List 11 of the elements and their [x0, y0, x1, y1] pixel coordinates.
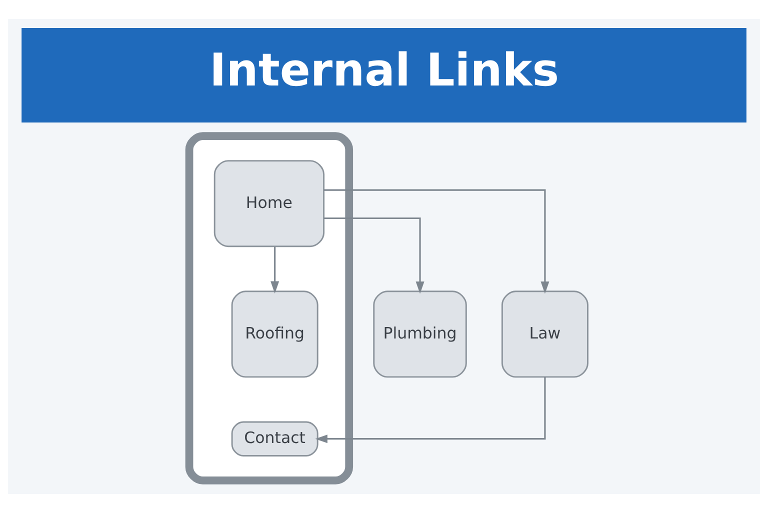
arrow — [315, 376, 546, 443]
arrow — [324, 188, 550, 294]
diagram-title: Internal Links — [210, 42, 559, 96]
node-box: Law — [501, 290, 588, 378]
node-box: Contact — [231, 420, 318, 456]
node-box: Roofing — [231, 290, 318, 378]
arrow — [324, 216, 424, 294]
arrow — [270, 246, 280, 293]
node-box: Plumbing — [373, 290, 467, 378]
node-box: Home — [214, 160, 325, 247]
cluster — [185, 132, 354, 484]
